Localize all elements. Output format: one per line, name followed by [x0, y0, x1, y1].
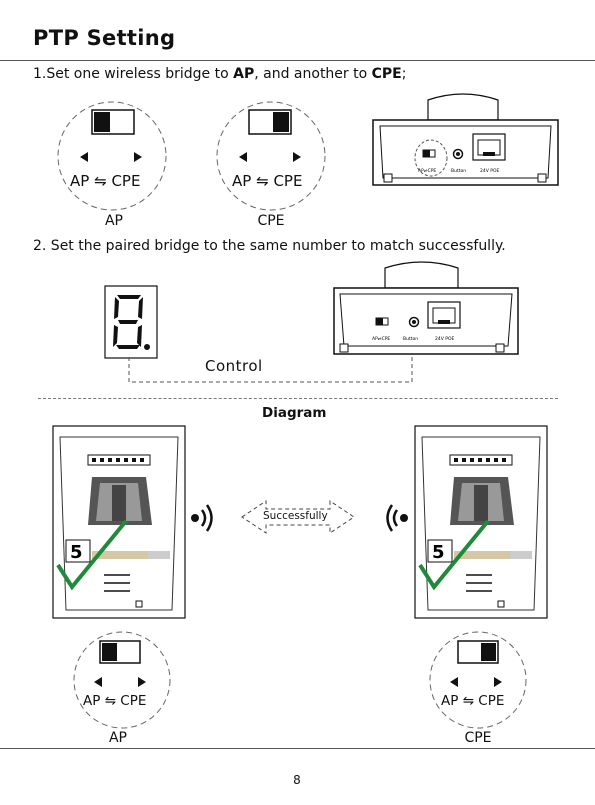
- svg-text:5: 5: [70, 542, 83, 563]
- arrow-left-icon: [239, 152, 247, 162]
- arrow-right-icon: [138, 677, 146, 687]
- page-number: 8: [287, 773, 307, 787]
- svg-text:AP⇌CPE: AP⇌CPE: [372, 336, 390, 342]
- wireless-signal-right-icon: [381, 500, 411, 536]
- step-1-suffix: ;: [402, 66, 407, 82]
- caption-ap-1: AP: [74, 213, 154, 229]
- step-1-ap: AP: [233, 66, 254, 82]
- switch-circle-ap: [56, 100, 168, 212]
- caption-ap-bottom: AP: [78, 730, 158, 746]
- arrow-right-icon: [134, 152, 142, 162]
- switch-label-ap-1: AP ⇋ CPE: [70, 172, 140, 190]
- diagram-title: Diagram: [262, 405, 326, 421]
- control-connector: [120, 355, 420, 385]
- switch-circle-ap-bottom: [72, 630, 172, 730]
- caption-cpe-1: CPE: [231, 213, 311, 229]
- step-1-cpe: CPE: [372, 66, 402, 82]
- step-1-middle: , and another to: [254, 66, 371, 82]
- arrow-right-icon: [494, 677, 502, 687]
- svg-text:24V POE: 24V POE: [480, 168, 499, 174]
- switch-knob-right: [273, 112, 289, 132]
- control-label: Control: [203, 357, 265, 375]
- digit-display: [104, 285, 158, 359]
- arrow-left-icon: [94, 677, 102, 687]
- section-separator: [38, 398, 558, 399]
- page-title: PTP Setting: [33, 26, 175, 50]
- svg-text:24V POE: 24V POE: [435, 336, 454, 342]
- title-divider: [0, 60, 595, 61]
- switch-label-ap-bottom: AP ⇋ CPE: [83, 693, 146, 709]
- arrow-left-icon: [450, 677, 458, 687]
- step-2-text: 2. Set the paired bridge to the same num…: [33, 238, 506, 254]
- arrow-right-icon: [293, 152, 301, 162]
- bridge-device-left: 5: [52, 425, 187, 620]
- step-1-text: 1.Set one wireless bridge to AP, and ano…: [33, 66, 406, 82]
- step-1-prefix: 1.Set one wireless bridge to: [33, 66, 233, 82]
- switch-circle-cpe: [215, 100, 327, 212]
- arrow-left-icon: [80, 152, 88, 162]
- svg-text:5: 5: [432, 542, 445, 563]
- device-panel-2: AP⇌CPE Button 24V POE: [330, 258, 525, 362]
- device-panel-1: AP⇌CPE Button 24V POE: [368, 90, 568, 200]
- success-label: Successfully: [263, 510, 328, 522]
- switch-label-cpe-1: AP ⇋ CPE: [232, 172, 302, 190]
- switch-knob-left: [94, 112, 110, 132]
- caption-cpe-bottom: CPE: [438, 730, 518, 746]
- switch-label-cpe-bottom: AP ⇋ CPE: [441, 693, 504, 709]
- footer-divider: [0, 748, 595, 749]
- svg-text:AP⇌CPE: AP⇌CPE: [418, 168, 436, 174]
- bridge-device-right: 5: [414, 425, 549, 620]
- svg-text:Button: Button: [451, 168, 466, 174]
- wireless-signal-left-icon: [188, 500, 218, 536]
- svg-text:Button: Button: [403, 336, 418, 342]
- switch-circle-cpe-bottom: [428, 630, 528, 730]
